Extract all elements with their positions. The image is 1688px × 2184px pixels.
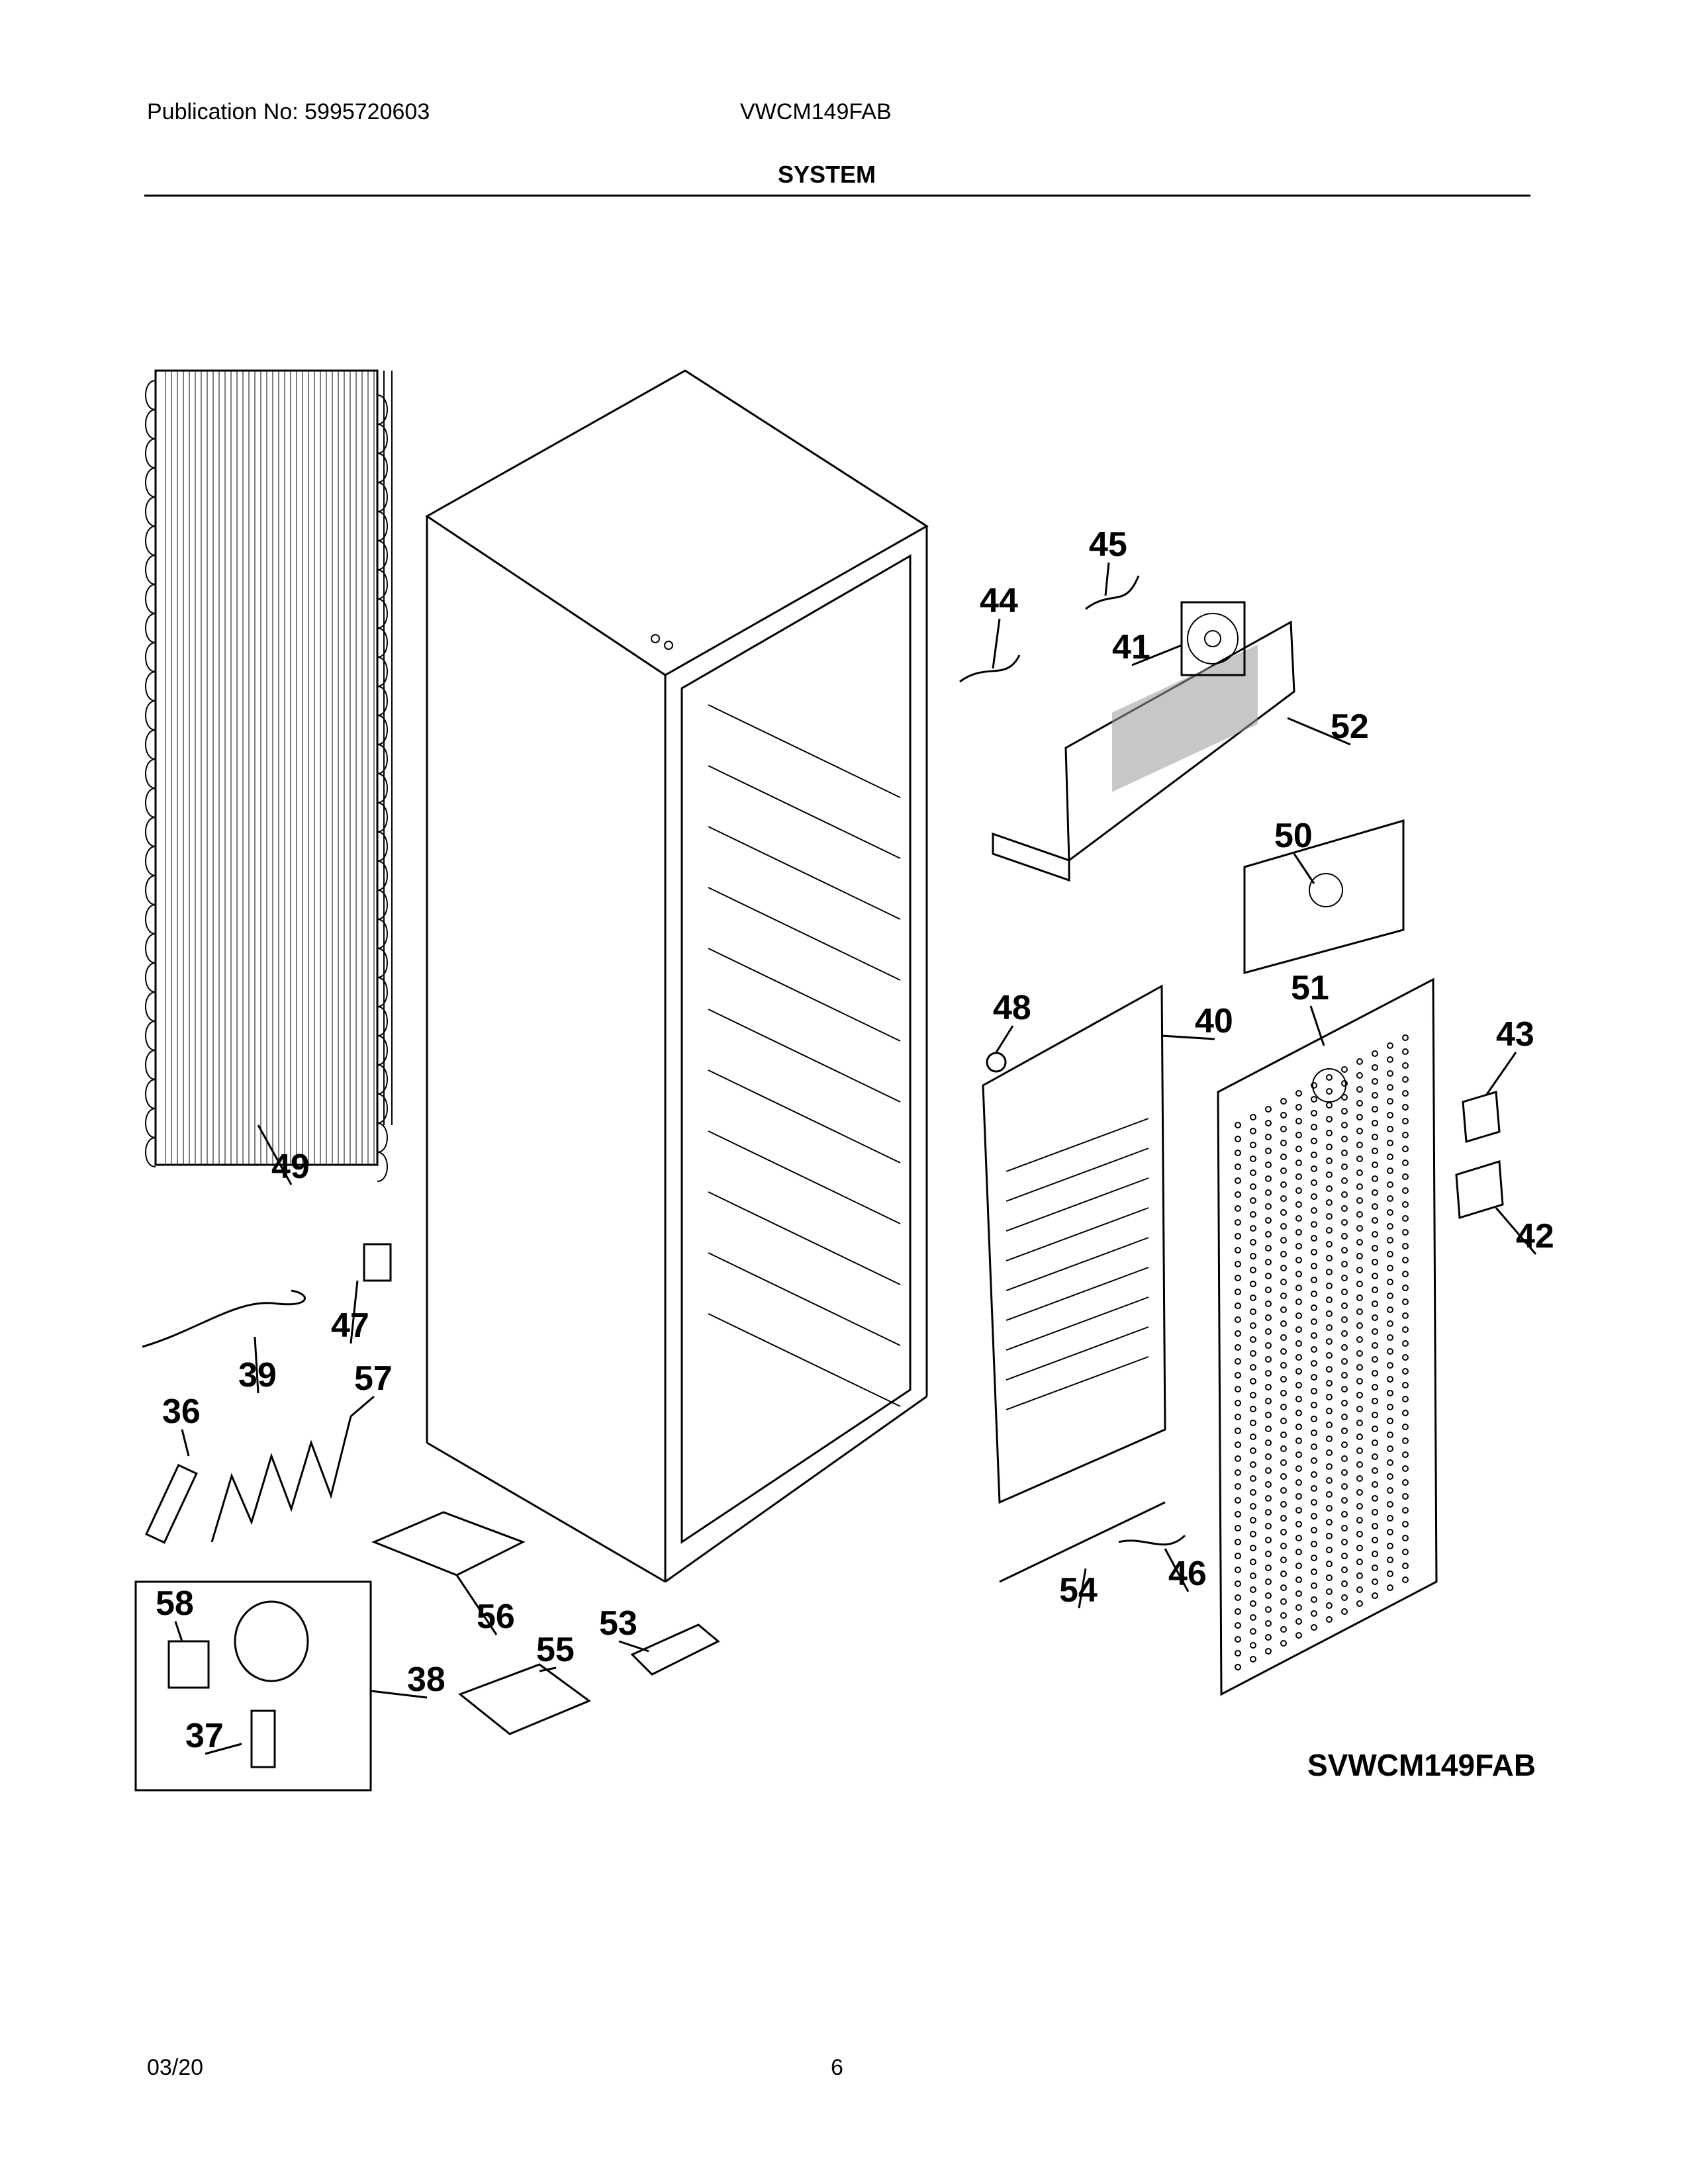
callout-48: 48 bbox=[993, 989, 1031, 1027]
callout-56: 56 bbox=[477, 1598, 515, 1636]
callout-36: 36 bbox=[162, 1392, 201, 1431]
callout-leader-48 bbox=[995, 1025, 1014, 1053]
callout-54: 54 bbox=[1059, 1571, 1098, 1610]
cover-plate bbox=[1462, 1091, 1501, 1143]
callout-leader-36 bbox=[181, 1429, 190, 1457]
callout-leader-50 bbox=[1293, 853, 1315, 884]
clip bbox=[363, 1243, 392, 1282]
callout-leader-52 bbox=[1287, 717, 1351, 746]
switch-cover bbox=[1455, 1160, 1504, 1219]
callout-leader-42 bbox=[1495, 1207, 1537, 1255]
control-board bbox=[458, 1663, 592, 1735]
callout-leader-46 bbox=[1164, 1548, 1190, 1592]
callout-leader-45 bbox=[1104, 562, 1110, 596]
housing bbox=[630, 1623, 720, 1676]
callout-52: 52 bbox=[1331, 707, 1369, 746]
power-cord bbox=[142, 1289, 306, 1348]
callout-41: 41 bbox=[1112, 628, 1150, 666]
callout-42: 42 bbox=[1516, 1217, 1554, 1255]
control-panel bbox=[982, 984, 1166, 1504]
callout-leader-54 bbox=[1078, 1568, 1087, 1609]
callout-53: 53 bbox=[599, 1604, 637, 1643]
callout-50: 50 bbox=[1274, 817, 1313, 855]
callout-leader-44 bbox=[992, 618, 1001, 669]
section-title: SYSTEM bbox=[778, 161, 876, 188]
callout-55: 55 bbox=[536, 1631, 575, 1669]
drawing-code: SVWCM149FAB bbox=[1307, 1748, 1536, 1782]
callout-37: 37 bbox=[185, 1717, 224, 1755]
wire-harness bbox=[959, 655, 1021, 683]
callout-leader-51 bbox=[1309, 1005, 1325, 1046]
compressor bbox=[234, 1600, 309, 1682]
callout-leader-55 bbox=[539, 1666, 557, 1672]
callout-49: 49 bbox=[271, 1148, 310, 1186]
grommet-kit bbox=[250, 1709, 276, 1768]
heater bbox=[211, 1416, 352, 1543]
callout-38: 38 bbox=[407, 1661, 445, 1699]
callout-leader-47 bbox=[350, 1280, 359, 1344]
callout-leader-58 bbox=[174, 1621, 183, 1642]
callout-58: 58 bbox=[156, 1584, 194, 1623]
callout-leader-37 bbox=[205, 1743, 242, 1755]
drain-pan bbox=[371, 1511, 526, 1576]
fan bbox=[1180, 601, 1246, 676]
callout-44: 44 bbox=[980, 582, 1018, 620]
callout-leader-49 bbox=[257, 1124, 293, 1185]
drier bbox=[145, 1463, 198, 1544]
model-number: VWCM149FAB bbox=[740, 99, 892, 124]
callout-47: 47 bbox=[331, 1306, 369, 1345]
callout-51: 51 bbox=[1291, 969, 1329, 1007]
back-panel bbox=[1217, 978, 1438, 1696]
callout-leader-39 bbox=[254, 1336, 259, 1394]
label-panel bbox=[1243, 819, 1405, 974]
callout-39: 39 bbox=[238, 1356, 277, 1394]
callout-leader-57 bbox=[350, 1395, 375, 1418]
knob bbox=[986, 1052, 1007, 1073]
relay bbox=[167, 1640, 210, 1689]
cabinet bbox=[425, 369, 929, 1583]
publication-number: Publication No: 5995720603 bbox=[147, 99, 430, 124]
compressor-group-box bbox=[134, 1580, 372, 1792]
callout-57: 57 bbox=[354, 1359, 393, 1398]
page-number: 6 bbox=[831, 2055, 843, 2080]
callout-leader-41 bbox=[1131, 644, 1182, 666]
header-rule bbox=[144, 195, 1530, 197]
callout-leader-40 bbox=[1161, 1034, 1215, 1040]
callout-leader-38 bbox=[370, 1690, 428, 1699]
wire-harness bbox=[1085, 575, 1140, 610]
footer-date: 03/20 bbox=[147, 2055, 204, 2080]
callout-leader-43 bbox=[1485, 1052, 1517, 1096]
condenser-coil bbox=[145, 369, 393, 1182]
callout-leader-53 bbox=[618, 1640, 649, 1653]
rail bbox=[999, 1501, 1166, 1583]
callout-45: 45 bbox=[1089, 525, 1127, 564]
callout-leader-56 bbox=[455, 1574, 498, 1635]
callout-43: 43 bbox=[1496, 1015, 1534, 1054]
wire-harness bbox=[1118, 1534, 1186, 1546]
callout-40: 40 bbox=[1195, 1002, 1233, 1040]
callout-46: 46 bbox=[1168, 1555, 1207, 1593]
